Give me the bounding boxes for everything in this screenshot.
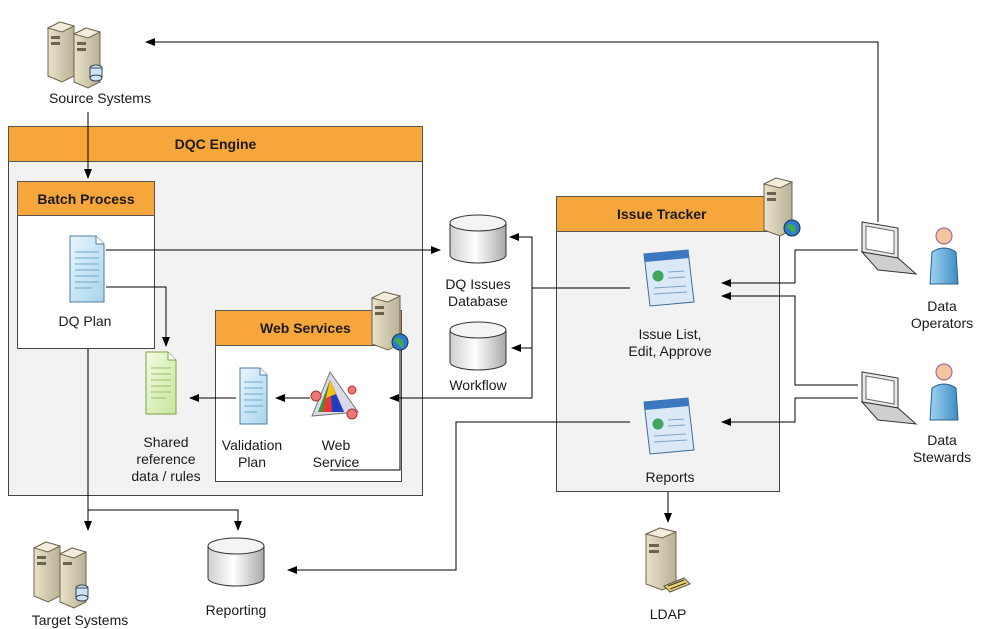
issue-tracker-title: Issue Tracker [617, 206, 707, 222]
issue-list-label: Issue List, Edit, Approve [628, 326, 712, 359]
dq-issues-database-label: DQ Issues Database [445, 276, 511, 309]
reporting-label: Reporting [205, 602, 267, 618]
edge-operators-to-issuelist [721, 249, 858, 287]
web-service-icon [310, 370, 359, 420]
person-icon [929, 227, 959, 285]
browser-window-icon [643, 397, 695, 455]
edge-reports-to-reporting [287, 421, 630, 574]
workflow-label: Workflow [449, 377, 507, 393]
shared-reference-label: Shared reference data / rules [131, 434, 201, 484]
batch-process-header: Batch Process [17, 181, 155, 216]
database-cylinder-icon [449, 214, 507, 264]
validation-plan-label: Validation Plan [221, 437, 283, 470]
server-stack-icon [32, 541, 89, 609]
edge-to-reporting [88, 509, 242, 531]
database-cylinder-icon [449, 321, 507, 371]
connectors [84, 38, 879, 574]
data-operators-label: Data Operators [910, 298, 974, 331]
laptop-icon [860, 371, 918, 425]
document-icon [239, 367, 268, 425]
document-icon [69, 235, 105, 303]
edge-tracker-to-webservice [389, 288, 533, 402]
ldap-label: LDAP [649, 606, 687, 622]
laptop-icon [860, 221, 918, 275]
data-stewards-label: Data Stewards [912, 432, 972, 465]
server-globe-icon [370, 291, 409, 351]
edge-operators-to-source [145, 38, 879, 222]
database-cylinder-icon [207, 537, 265, 587]
edge-stewards-to-issuelist [721, 292, 858, 386]
document-icon [145, 351, 177, 415]
dqc-engine-title: DQC Engine [174, 136, 257, 152]
web-service-label: Web Service [312, 437, 360, 470]
source-systems-label: Source Systems [49, 90, 151, 106]
web-services-title: Web Services [260, 320, 351, 336]
edge-dqplan-to-shared [106, 286, 170, 347]
web-services-header: Web Services [215, 310, 402, 346]
browser-window-icon [643, 249, 695, 307]
ldap-server-icon [644, 527, 691, 593]
person-icon [929, 363, 959, 421]
reports-label: Reports [645, 469, 695, 485]
batch-process-title: Batch Process [37, 190, 135, 207]
edge-tracker-to-dqdb [509, 233, 533, 288]
edge-wsserver-loop [330, 350, 401, 471]
target-systems-label: Target Systems [31, 612, 129, 628]
server-stack-icon [46, 21, 103, 89]
dq-plan-label: DQ Plan [58, 313, 112, 329]
dqc-engine-header: DQC Engine [8, 126, 423, 162]
edge-stewards-to-reports [721, 397, 858, 426]
server-globe-icon [762, 177, 801, 237]
